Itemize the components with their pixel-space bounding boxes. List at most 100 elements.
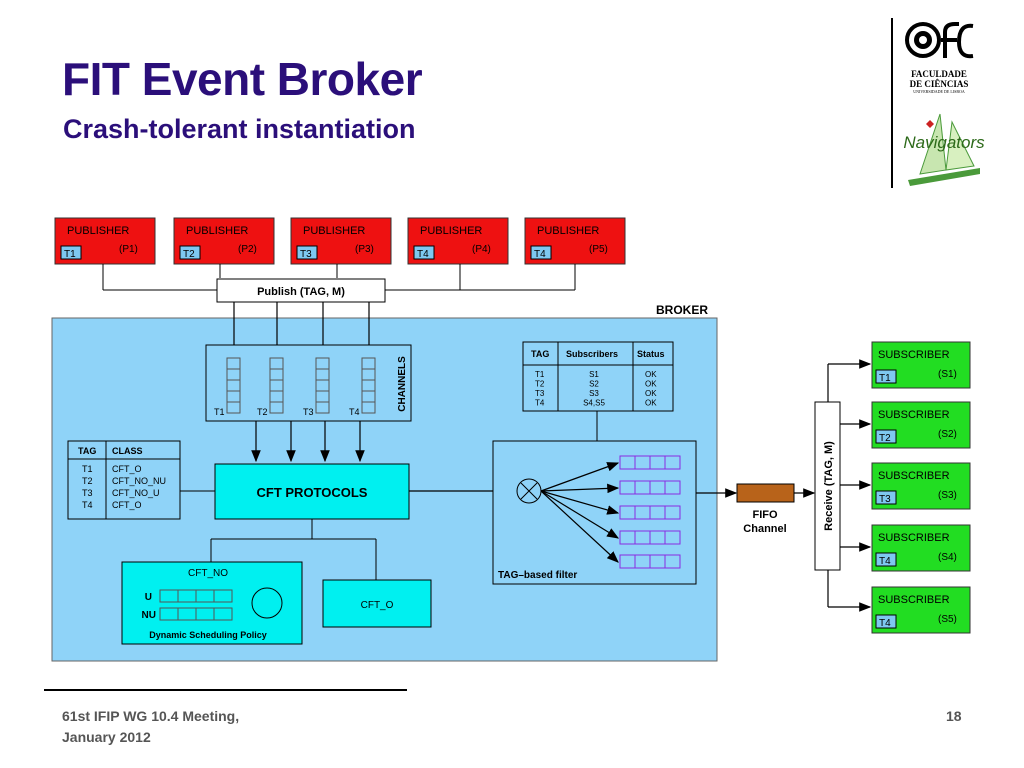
channel-tag: T4 [349, 407, 360, 417]
subscriber-tag-box [875, 490, 897, 505]
publisher-tag-box [179, 245, 201, 260]
filter-queue-3 [540, 490, 681, 520]
cft-branch-lines [210, 519, 377, 580]
class-table-cell: T3 [82, 488, 93, 498]
subscriber-tag-box [875, 429, 897, 444]
page-number: 18 [946, 708, 962, 724]
receive-op-label: Receive (TAG, M) [823, 441, 835, 531]
channel-tag: T3 [303, 407, 314, 417]
sub-table-cell: T1 [535, 370, 545, 379]
publisher-tag: T2 [183, 249, 195, 260]
fc-name-line1: FACULDADE [911, 69, 967, 79]
publisher-id: (P2) [238, 244, 257, 255]
filter-branch-arrow [540, 462, 620, 492]
fifo-channel-box [736, 483, 795, 503]
publisher-tag-box [413, 245, 435, 260]
channel-queue-t4: T4 [349, 357, 376, 417]
cft-no-u-slot [213, 589, 233, 603]
filter-branch-arrow [540, 490, 620, 515]
filter-branch-arrow [540, 490, 620, 539]
publisher-tag: T4 [534, 249, 546, 260]
publisher-connectors [102, 264, 576, 291]
publisher-tag: T4 [417, 249, 429, 260]
publisher-tag-box [296, 245, 318, 260]
publisher-id: (P4) [472, 244, 491, 255]
publisher-tag-box [530, 245, 552, 260]
filter-cross-icon [520, 482, 538, 500]
cft-no-nu-label: NU [142, 610, 156, 621]
subscriber-tag: T3 [879, 494, 891, 505]
subscribers-group: SUBSCRIBERT1(S1)SUBSCRIBERT2(S2)SUBSCRIB… [871, 341, 971, 634]
filter-queue-5 [540, 490, 681, 569]
footer-divider [44, 689, 407, 691]
filter-queues [540, 455, 681, 569]
filter-queue-1 [540, 455, 681, 492]
channel-tag: T1 [214, 407, 225, 417]
queue-slot [315, 401, 330, 414]
slide-title: FIT Event Broker [62, 53, 423, 105]
subscriber-tag: T4 [879, 556, 891, 567]
subscriber-tag: T2 [879, 433, 891, 444]
publisher-id: (P3) [355, 244, 374, 255]
sub-table-cell: OK [645, 389, 657, 398]
class-table-cell: CFT_NO_NU [112, 476, 166, 486]
publisher-tag: T3 [300, 249, 312, 260]
class-table-cell: T4 [82, 500, 93, 510]
sub-table-cell: OK [645, 380, 657, 389]
subscriber-id: (S1) [938, 369, 957, 380]
cft-protocols-box [214, 463, 410, 520]
channel-queue-t2: T2 [257, 357, 284, 417]
subscriber-connectors [827, 359, 872, 612]
cft-no-queues [159, 589, 233, 621]
sub-table-cell: OK [645, 370, 657, 379]
publisher-tag: T1 [64, 249, 76, 260]
filter-queue-2 [540, 480, 681, 495]
channel-tag: T2 [257, 407, 268, 417]
filter-queue-slot [664, 480, 681, 495]
fc-emblem-icon [905, 22, 974, 59]
subscriber-tag-box [875, 614, 897, 629]
cft-no-title: CFT_NO [188, 568, 228, 579]
cft-o-box [322, 579, 432, 628]
channel-queue-t3: T3 [303, 357, 330, 417]
slide-subtitle: Crash-tolerant instantiation [63, 114, 416, 144]
sub-table-cell: S2 [589, 380, 599, 389]
subscriber-label: SUBSCRIBER [878, 594, 950, 606]
class-table-cell: CFT_O [112, 500, 142, 510]
tag-filter-box [492, 440, 697, 585]
queue-slot [269, 401, 284, 414]
publisher-id: (P1) [119, 244, 138, 255]
sub-table-frame [522, 341, 674, 412]
publishers-group: PUBLISHERT1(P1)PUBLISHERT2(P2)PUBLISHERT… [54, 217, 626, 265]
publisher-label: PUBLISHER [537, 225, 599, 237]
scheduler-circle [251, 587, 283, 619]
fc-logo: FACULDADE DE CIÊNCIAS UNIVERSIDADE DE LI… [903, 18, 975, 98]
cft-no-nu-slot [213, 607, 233, 621]
header-divider [891, 18, 893, 188]
fifo-label-line2: Channel [743, 523, 786, 535]
cft-o-label: CFT_O [361, 600, 394, 611]
sub-table-cell: OK [645, 399, 657, 408]
subscriber-tag: T4 [879, 618, 891, 629]
filter-queue-slot [664, 455, 681, 470]
filter-branch-arrow [540, 490, 619, 563]
subscriber-tag-box [875, 552, 897, 567]
cft-no-policy: Dynamic Scheduling Policy [149, 630, 267, 640]
sub-table-cell: T4 [535, 399, 545, 408]
publish-op-label: Publish (TAG, M) [257, 286, 345, 298]
publisher-tag-box [60, 245, 82, 260]
footer-meeting-line2: January 2012 [62, 729, 151, 745]
sub-table-cell: S1 [589, 370, 599, 379]
publish-op-box [216, 278, 386, 303]
sub-table-header: TAG [531, 349, 549, 359]
